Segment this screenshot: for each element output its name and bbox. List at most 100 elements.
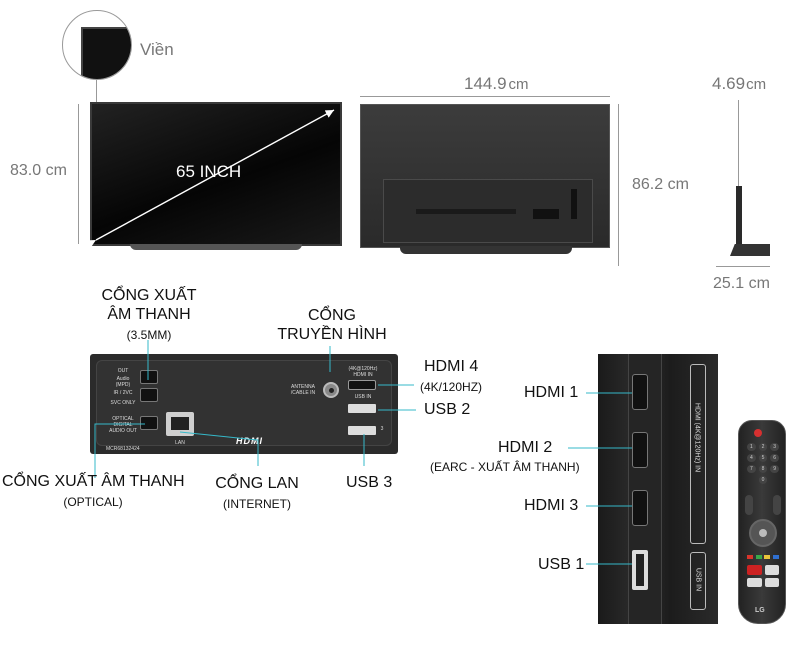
tv-back (360, 104, 610, 248)
remote-number-grid: 1 2 3 4 5 6 7 8 9 0 (747, 443, 779, 484)
hdmi3-port (632, 490, 648, 526)
panel-audio-label: Audio (MPD) (115, 376, 131, 388)
remote-key-0: 0 (758, 476, 768, 484)
ir-jack-port (140, 388, 158, 402)
side-stand-line (716, 266, 770, 267)
front-height-line (78, 104, 79, 244)
usb1-label: USB 1 (538, 556, 585, 573)
audio-jack-port (140, 370, 158, 384)
remote-volume-rocker (745, 495, 753, 515)
panel-usb-in-label: USB IN (354, 394, 372, 400)
side-depth-unit: cm (746, 76, 767, 93)
optical-port (140, 416, 158, 430)
remote-app-keys (747, 565, 779, 587)
port-panel: OUT Audio (MPD) IR / 2VC SVC ONLY OPTICA… (90, 354, 398, 454)
optical-label: CỔNG XUẤT ÂM THANH (OPTICAL) (2, 472, 185, 512)
optical-line1: CỔNG XUẤT ÂM THANH (2, 473, 185, 490)
remote-key-9: 9 (770, 465, 779, 473)
usb2-port (348, 404, 376, 413)
remote-wheel (749, 519, 777, 547)
side-depth-line (738, 100, 739, 186)
side-label-usb-strip (690, 552, 706, 610)
audio-out-line1: CỔNG XUẤT (101, 287, 197, 304)
audio-out-line2: ÂM THANH (107, 306, 191, 323)
side-depth-label: 4.69cm (712, 74, 766, 94)
usb3-port (348, 426, 376, 435)
remote-blue-key (772, 555, 779, 559)
panel-num3-label: 3 (380, 426, 384, 432)
audio-out-label: CỔNG XUẤT ÂM THANH (3.5MM) (88, 286, 210, 345)
side-depth-value: 4.69 (712, 74, 746, 93)
back-side-ports (571, 189, 577, 219)
tv-side (736, 186, 742, 248)
tv-port-label: CỔNG TRUYỀN HÌNH (272, 306, 392, 344)
remote-key-4: 4 (747, 454, 756, 462)
hdmi2-note: (EARC - XUẤT ÂM THANH) (430, 460, 580, 474)
back-stand (400, 246, 572, 254)
optical-note: (OPTICAL) (63, 495, 123, 509)
side-label-strip (690, 364, 706, 544)
usb1-port (632, 550, 648, 590)
remote-key-1: 1 (747, 443, 756, 451)
remote-power-button (754, 429, 762, 437)
back-height-label: 86.2 cm (632, 176, 689, 193)
diagonal-arrow (90, 109, 335, 246)
panel-serial-label: MCR68132424 (106, 446, 140, 452)
remote-yellow-key (764, 555, 771, 559)
remote-key-8: 8 (758, 465, 768, 473)
panel-svc-label: SVC ONLY (110, 400, 136, 406)
hdmi4-port (348, 380, 376, 390)
bezel-leader (96, 80, 97, 102)
usb3-label: USB 3 (346, 474, 393, 491)
bezel-label: Viền (140, 40, 174, 59)
remote-brand-logo: LG (755, 607, 765, 614)
remote-channel-rocker (773, 495, 781, 515)
hdmi1-label: HDMI 1 (524, 384, 579, 401)
bezel-corner (81, 27, 131, 79)
hdmi1-port (632, 374, 648, 410)
tv-port-line1: CỔNG (308, 307, 356, 324)
panel-hdmi-in-label: (4K@120Hz) HDMI IN (348, 366, 378, 378)
tv-front-stand (130, 244, 302, 250)
back-width-line (360, 96, 610, 97)
side-stand (730, 244, 770, 256)
panel-optical-label: OPTICAL DIGITAL AUDIO OUT (109, 416, 137, 434)
panel-out-label: OUT (117, 368, 129, 374)
front-height-label: 83.0 cm (10, 162, 67, 179)
tv-port-line2: TRUYỀN HÌNH (277, 326, 387, 343)
remote-green-key (755, 555, 762, 559)
back-ports (533, 209, 559, 219)
hdmi4-label: HDMI 4 (424, 358, 479, 375)
panel-antenna-label: ANTENNA /CABLE IN (290, 384, 316, 396)
side-port-panel: HDMI (4K@120Hz) IN USB IN (598, 354, 718, 624)
audio-out-note: (3.5MM) (126, 328, 172, 342)
remote-color-keys (747, 555, 779, 559)
remote-red-key (747, 555, 753, 559)
diagonal-label: 65 INCH (176, 162, 242, 181)
remote-key-6: 6 (770, 454, 779, 462)
remote-key-5: 5 (758, 454, 768, 462)
remote-key-2: 2 (758, 443, 768, 451)
panel-lan-label: LAN (175, 440, 185, 446)
side-stand-label: 25.1 cm (713, 275, 770, 292)
remote-key-7: 7 (747, 465, 756, 473)
bezel-inset (62, 10, 132, 80)
back-width-value: 144.9 (464, 74, 507, 93)
remote-key-3: 3 (770, 443, 779, 451)
usb2-label: USB 2 (424, 401, 471, 418)
lan-line1: CỔNG LAN (215, 475, 299, 492)
back-width-unit: cm (508, 76, 529, 93)
antenna-port (323, 382, 339, 398)
back-vent (416, 209, 516, 214)
hdmi-logo: HDMI (236, 436, 263, 446)
panel-ir-label: IR / 2VC (113, 390, 133, 396)
hdmi3-label: HDMI 3 (524, 497, 579, 514)
hdmi4-note: (4K/120HZ) (420, 380, 483, 394)
lan-label: CỔNG LAN (INTERNET) (206, 474, 308, 514)
remote-control: 1 2 3 4 5 6 7 8 9 0 LG (738, 420, 786, 624)
hdmi2-label: HDMI 2 (498, 439, 553, 456)
hdmi2-port (632, 432, 648, 468)
